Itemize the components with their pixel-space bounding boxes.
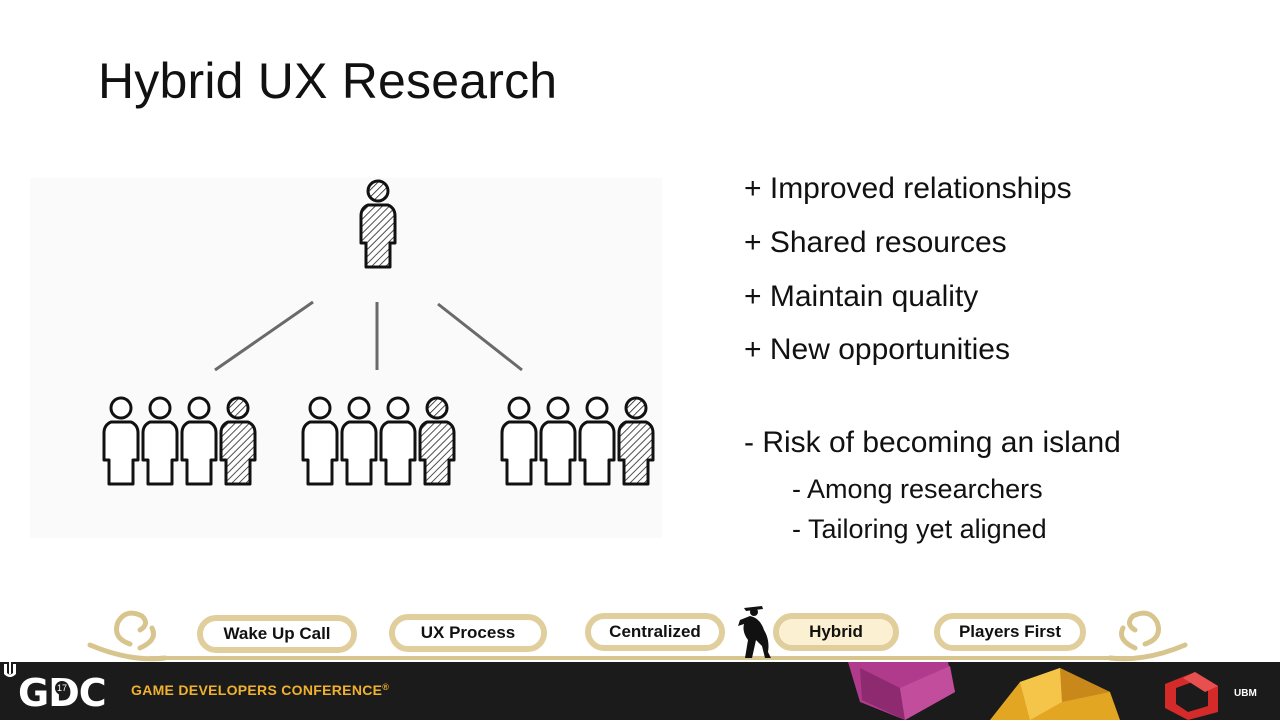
magenta-gem-decoration <box>848 662 955 720</box>
dancer-icon <box>738 606 771 658</box>
team-1-member-icon <box>180 396 218 486</box>
ornament-swirl-left-icon <box>87 610 168 662</box>
connector-right <box>437 302 523 372</box>
section-navigation: Wake Up Call UX Process Centralized Hybr… <box>0 600 1280 662</box>
org-chart-diagram <box>30 178 662 538</box>
slide-title: Hybrid UX Research <box>98 53 558 109</box>
red-cube-decoration <box>1165 672 1218 720</box>
nav-item-players-first[interactable]: Players First <box>934 613 1086 651</box>
team-1-researcher-icon <box>219 396 257 486</box>
team-1-member-icon <box>141 396 179 486</box>
footer-decoration <box>848 662 1218 720</box>
sub-bullet-tailoring: - Tailoring yet aligned <box>792 514 1047 544</box>
sub-bullet-researchers: - Among researchers <box>792 474 1043 504</box>
nav-ornament <box>87 606 1188 662</box>
team-2-researcher-icon <box>418 396 456 486</box>
conference-name-text: GAME DEVELOPERS CONFERENCE <box>131 682 383 698</box>
footer-bar: GDC 17 GAME DEVELOPERS CONFERENCE® UBM <box>0 662 1280 720</box>
org-chart-svg <box>102 179 655 486</box>
gdc-year-badge: 17 <box>55 681 69 695</box>
ubm-logo-text: UBM <box>1234 688 1257 699</box>
conference-name: GAME DEVELOPERS CONFERENCE® <box>131 682 389 698</box>
team-2-member-icon <box>340 396 378 486</box>
team-3-member-icon <box>500 396 538 486</box>
team-2-member-icon <box>379 396 417 486</box>
bullet-pro-quality: + Maintain quality <box>744 280 979 313</box>
nav-item-wake-up-call[interactable]: Wake Up Call <box>197 615 357 653</box>
registered-mark: ® <box>382 682 390 692</box>
team-3-researcher-icon <box>617 396 655 486</box>
ubm-icon <box>4 662 16 677</box>
ornament-swirl-right-icon <box>1107 610 1188 662</box>
team-2-member-icon <box>301 396 339 486</box>
nav-item-ux-process[interactable]: UX Process <box>389 614 547 652</box>
team-3-member-icon <box>539 396 577 486</box>
nav-item-centralized[interactable]: Centralized <box>585 613 725 651</box>
bullet-pro-relationships: + Improved relationships <box>744 172 1072 205</box>
team-1-member-icon <box>102 396 140 486</box>
bullet-pro-opportunities: + New opportunities <box>744 333 1010 366</box>
lead-researcher-icon <box>359 179 397 269</box>
nav-item-hybrid[interactable]: Hybrid <box>773 613 899 651</box>
gold-gem-decoration <box>990 668 1120 720</box>
team-3-member-icon <box>578 396 616 486</box>
bullet-pro-resources: + Shared resources <box>744 226 1007 259</box>
bullet-con-island: - Risk of becoming an island <box>744 426 1121 459</box>
connector-left <box>214 300 314 372</box>
